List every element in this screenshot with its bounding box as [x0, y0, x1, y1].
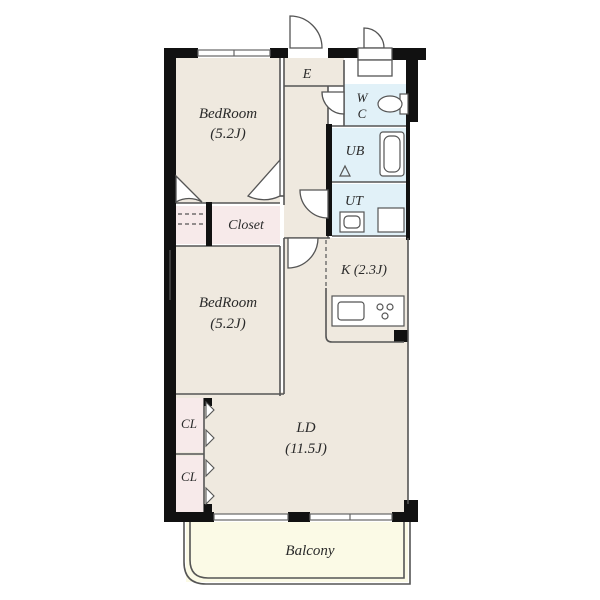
balcony-outline — [183, 522, 411, 585]
entrance-label: E — [302, 67, 312, 82]
ub-triangle-icon — [339, 164, 351, 177]
ut-sink-icon — [339, 211, 365, 233]
washing-machine-icon — [377, 207, 405, 233]
doors — [175, 15, 393, 269]
balcony-label: Balcony — [285, 543, 334, 559]
bathtub-icon — [379, 131, 405, 177]
ld-size: (11.5J) — [285, 441, 327, 457]
closet-area — [212, 206, 280, 244]
labels: BedRoom (5.2J) Closet BedRoom (5.2J) LD … — [181, 67, 387, 559]
bedroom-top-size: (5.2J) — [210, 126, 245, 142]
cl-door-triangles — [205, 400, 215, 506]
entrance-area — [284, 58, 344, 86]
ut-label: UT — [345, 194, 364, 209]
ld-lower-area — [176, 392, 408, 516]
bedroom-mid-name: BedRoom — [199, 295, 257, 311]
cl-bottom-label: CL — [181, 469, 197, 484]
cl-top-area — [176, 398, 204, 452]
windows — [197, 49, 393, 521]
ld-name: LD — [295, 420, 315, 436]
wc-label-w: W — [357, 90, 369, 105]
balcony-area — [186, 522, 408, 582]
cl-bottom-area — [176, 456, 204, 512]
toilet-icon — [377, 93, 409, 115]
bedroom-mid-area — [176, 246, 280, 392]
kitchen-counter-icon — [331, 295, 405, 327]
dashed-openings — [178, 213, 327, 288]
bedroom-top-name: BedRoom — [199, 106, 257, 122]
closet-small-area — [176, 206, 206, 244]
fixtures — [331, 93, 409, 327]
ub-label: UB — [346, 144, 365, 159]
kitchen-label: K (2.3J) — [340, 263, 387, 278]
bedroom-mid-size: (5.2J) — [210, 316, 245, 332]
wc-label-c: C — [358, 106, 367, 121]
kitchen-outline — [325, 288, 404, 343]
cl-top-label: CL — [181, 416, 197, 431]
closet-label: Closet — [228, 218, 265, 233]
